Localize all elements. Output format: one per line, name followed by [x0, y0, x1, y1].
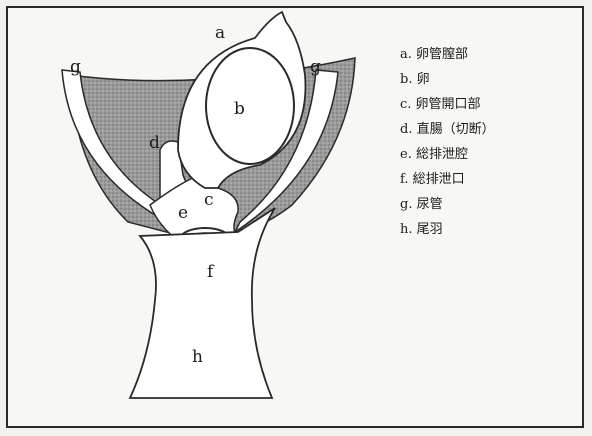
legend-item: d. 直腸（切断）: [400, 117, 495, 142]
legend-item: h. 尾羽: [400, 217, 495, 242]
label-b: b: [234, 99, 245, 119]
legend-item: g. 尿管: [400, 192, 495, 217]
tail: [130, 208, 275, 398]
legend-item: a. 卵管膣部: [400, 42, 495, 67]
legend-item: e. 総排泄腔: [400, 142, 495, 167]
legend: a. 卵管膣部 b. 卵 c. 卵管開口部 d. 直腸（切断） e. 総排泄腔 …: [400, 42, 495, 242]
egg: [206, 48, 294, 164]
label-d: d: [149, 133, 160, 153]
label-a: a: [215, 23, 225, 43]
label-h: h: [192, 347, 203, 367]
label-g-left: g: [70, 57, 81, 77]
legend-item: b. 卵: [400, 67, 495, 92]
legend-item: c. 卵管開口部: [400, 92, 495, 117]
legend-item: f. 総排泄口: [400, 167, 495, 192]
label-e: e: [178, 203, 188, 223]
label-g-right: g: [310, 57, 321, 77]
label-c: c: [204, 190, 214, 210]
